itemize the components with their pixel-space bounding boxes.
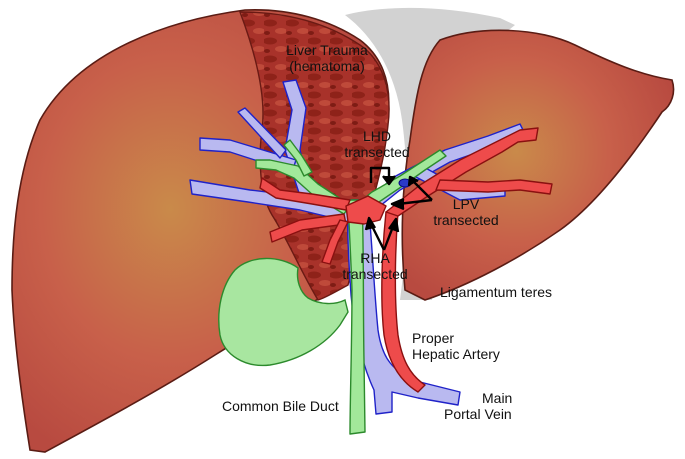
label-liver-trauma: Liver Trauma (hematoma): [272, 42, 382, 74]
label-rha-transected: RHA transected: [332, 250, 418, 282]
lpv-line2: transected: [426, 212, 506, 228]
label-lpv-transected: LPV transected: [426, 196, 506, 228]
label-ligamentum-teres: Ligamentum teres: [440, 284, 552, 300]
rha-line1: RHA: [332, 250, 418, 266]
rha-line2: transected: [332, 266, 418, 282]
label-lhd-transected: LHD transected: [334, 128, 420, 160]
portal-vein-line1: Main: [444, 390, 512, 406]
label-proper-hepatic-artery: Proper Hepatic Artery: [412, 330, 500, 362]
lhd-line1: LHD: [334, 128, 420, 144]
liver-trauma-line1: Liver Trauma: [272, 42, 382, 58]
proper-hepatic-line2: Hepatic Artery: [412, 346, 500, 362]
portal-vein-line2: Portal Vein: [444, 406, 512, 422]
liver-trauma-line2: (hematoma): [272, 58, 382, 74]
lhd-line2: transected: [334, 144, 420, 160]
label-common-bile-duct: Common Bile Duct: [222, 398, 339, 414]
lpv-line1: LPV: [426, 196, 506, 212]
label-main-portal-vein: Main Portal Vein: [444, 390, 512, 422]
proper-hepatic-line1: Proper: [412, 330, 500, 346]
